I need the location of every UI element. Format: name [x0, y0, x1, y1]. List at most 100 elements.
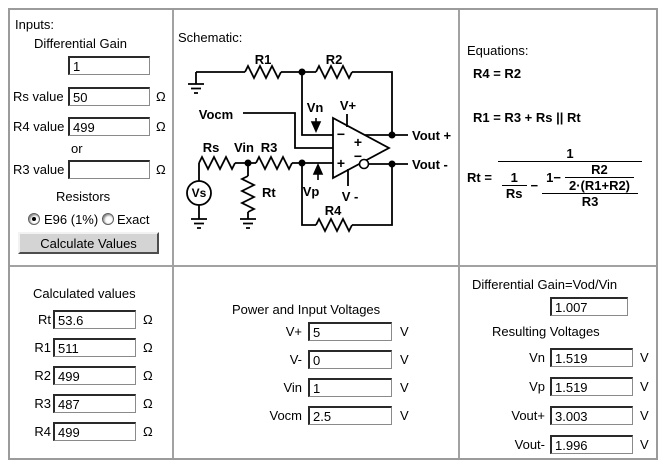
resistor-r1 — [244, 63, 282, 81]
resistor-rs — [198, 154, 236, 172]
term1-den: Rs — [505, 186, 523, 201]
label-vin: Vin — [234, 140, 254, 155]
result-row-vn: Vn V — [460, 348, 656, 368]
calc-input-rt[interactable] — [53, 310, 136, 329]
result-input-voutp[interactable] — [550, 406, 633, 425]
or-label: or — [71, 141, 83, 156]
label-rs: Rs — [203, 140, 220, 155]
power-label-vminus: V- — [289, 352, 302, 367]
r3-value-input[interactable] — [68, 160, 150, 179]
inner-den: 2·(R1+R2) — [568, 178, 631, 193]
calc-label-r1: R1 — [34, 340, 51, 355]
radio-exact[interactable] — [102, 213, 114, 225]
label-vs: Vs — [192, 186, 207, 200]
power-unit-vminus: V — [400, 352, 409, 367]
radio-exact-label[interactable]: Exact — [117, 212, 150, 227]
label-rt: Rt — [262, 185, 276, 200]
results-title: Differential Gain=Vod/Vin — [472, 277, 618, 292]
ground-symbol-r1 — [188, 83, 204, 94]
calc-label-r2: R2 — [34, 368, 51, 383]
outer-den: R3 — [581, 194, 599, 209]
calc-label-r4: R4 — [34, 424, 51, 439]
power-input-vminus[interactable] — [308, 350, 392, 369]
label-vp: Vp — [303, 184, 320, 199]
power-label-vplus: V+ — [285, 324, 302, 339]
rs-value-row: Rs value Ω — [10, 87, 172, 107]
radio-e96-label[interactable]: E96 (1%) — [44, 212, 99, 227]
r4-unit-ohm: Ω — [156, 119, 166, 134]
ground-symbol-rt — [240, 218, 256, 229]
result-row-voutp: Vout+ V — [460, 406, 656, 426]
power-row-vplus: V+ V — [174, 322, 458, 342]
calc-unit-rt: Ω — [143, 312, 153, 327]
result-label-vn: Vn — [529, 350, 545, 365]
result-input-voutm[interactable] — [550, 435, 633, 454]
result-unit-vn: V — [640, 350, 649, 365]
r3-value-label: R3 value — [13, 162, 65, 177]
equations-title: Equations: — [467, 43, 529, 58]
power-label-vocm: Vocm — [269, 408, 302, 423]
label-r2: R2 — [326, 52, 343, 67]
differential-gain-label: Differential Gain — [34, 36, 127, 51]
equation-rt-fraction: 1 1 Rs − 1− R2 — [497, 146, 643, 209]
rs-value-input[interactable] — [68, 87, 150, 106]
result-row-vp: Vp V — [460, 377, 656, 397]
result-input-vn[interactable] — [550, 348, 633, 367]
r3-value-row: R3 value Ω — [10, 160, 172, 180]
calc-input-r1[interactable] — [53, 338, 136, 357]
label-v-plus: V+ — [340, 98, 357, 113]
circuit-wires — [186, 63, 408, 234]
power-input-vin[interactable] — [308, 378, 392, 397]
schematic-svg: Schematic: — [178, 30, 452, 234]
r4-value-input[interactable] — [68, 117, 150, 136]
calc-input-r2[interactable] — [53, 366, 136, 385]
opamp-port-signs: − + − + — [337, 126, 362, 171]
power-title: Power and Input Voltages — [232, 302, 381, 317]
result-unit-vp: V — [640, 379, 649, 394]
junction-dots — [244, 68, 396, 168]
differential-gain-input[interactable] — [68, 56, 150, 75]
calc-row-r3: R3 Ω — [10, 394, 172, 414]
result-label-voutm: Vout- — [514, 437, 545, 452]
calc-unit-r1: Ω — [143, 340, 153, 355]
term1-num: 1 — [510, 170, 518, 185]
panel-equations: Equations: R4 = R2 R1 = R3 + Rs || Rt Rt… — [460, 10, 656, 265]
calc-row-r4: R4 Ω — [10, 422, 172, 442]
calculate-values-button[interactable]: Calculate Values — [18, 232, 159, 254]
label-vn: Vn — [307, 100, 324, 115]
panel-results: Differential Gain=Vod/Vin Resulting Volt… — [460, 267, 656, 458]
equation-rt: Rt = 1 1 Rs − 1− R2 — [467, 146, 643, 209]
result-unit-voutm: V — [640, 437, 649, 452]
r4-value-row: R4 value Ω — [10, 117, 172, 137]
resistors-label: Resistors — [56, 189, 111, 204]
inverting-output-bubble — [358, 158, 370, 170]
rs-unit-ohm: Ω — [156, 89, 166, 104]
inner-lead: 1− — [546, 170, 561, 185]
calc-input-r4[interactable] — [53, 422, 136, 441]
calc-input-r3[interactable] — [53, 394, 136, 413]
calc-label-r3: R3 — [34, 396, 51, 411]
label-r3: R3 — [261, 140, 278, 155]
radio-e96[interactable] — [28, 213, 40, 225]
power-row-vminus: V- V — [174, 350, 458, 370]
panel-schematic: Schematic: — [174, 10, 458, 265]
power-input-vplus[interactable] — [308, 322, 392, 341]
power-unit-vocm: V — [400, 408, 409, 423]
rs-value-label: Rs value — [13, 89, 64, 104]
label-vocm: Vocm — [199, 107, 233, 122]
results-gain-input[interactable] — [550, 297, 628, 316]
label-r4: R4 — [325, 203, 342, 218]
calc-unit-r4: Ω — [143, 424, 153, 439]
power-input-vocm[interactable] — [308, 406, 392, 425]
label-vout-plus: Vout + — [412, 128, 452, 143]
resistor-r4 — [315, 216, 353, 234]
calc-label-rt: Rt — [38, 312, 51, 327]
result-input-vp[interactable] — [550, 377, 633, 396]
power-row-vocm: Vocm V — [174, 406, 458, 426]
power-unit-vplus: V — [400, 324, 409, 339]
r3-unit-ohm: Ω — [156, 162, 166, 177]
result-unit-voutp: V — [640, 408, 649, 423]
ground-symbol-vs — [191, 218, 207, 229]
power-row-vin: Vin V — [174, 378, 458, 398]
inner-num: R2 — [591, 162, 608, 177]
